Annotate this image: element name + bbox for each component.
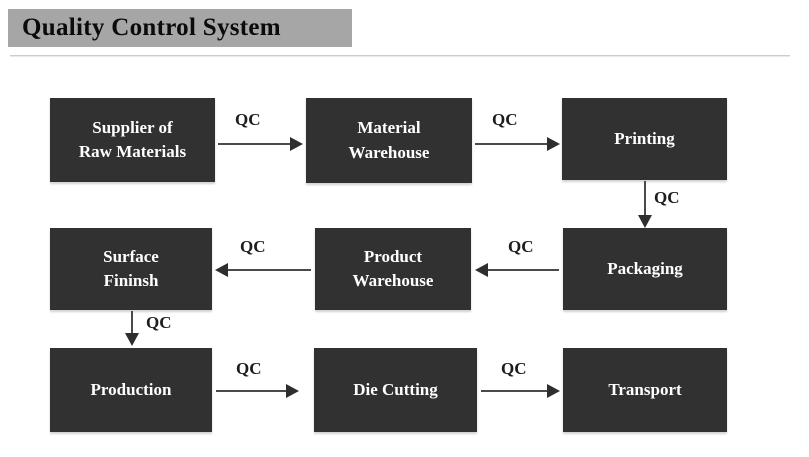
node-supplier-label: Supplier of Raw Materials (78, 117, 187, 161)
node-transport-label: Transport (608, 379, 682, 399)
connector-supplier-to-material-arrowhead (290, 137, 303, 151)
connector-material-to-printing-line (475, 143, 549, 145)
connector-packaging-to-product-arrowhead (475, 263, 488, 277)
connector-printing-to-packaging-arrowhead (638, 215, 652, 228)
node-product-warehouse-label: Product Warehouse (352, 246, 434, 290)
title-band (8, 9, 352, 47)
node-printing-label: Printing (614, 128, 675, 148)
connector-production-to-die-cutting-line (216, 390, 288, 392)
connector-packaging-to-product-line (487, 269, 559, 271)
qc-label-material-to-printing: QC (492, 110, 518, 129)
qc-label-product-to-surface: QC (240, 237, 266, 256)
node-packaging-label: Packaging (607, 258, 683, 278)
connector-product-to-surface-line (228, 269, 311, 271)
qc-label-packaging-to-product: QC (508, 237, 534, 256)
connector-die-cutting-to-transport-arrowhead (547, 384, 560, 398)
node-packaging[interactable]: Packaging (563, 228, 727, 310)
title-divider (10, 55, 790, 57)
qc-label-surface-to-production: QC (146, 313, 172, 332)
node-supplier[interactable]: Supplier of Raw Materials (50, 98, 215, 182)
node-surface-fininsh[interactable]: Surface Fininsh (50, 228, 212, 310)
connector-die-cutting-to-transport-line (481, 390, 549, 392)
node-production[interactable]: Production (50, 348, 212, 432)
node-printing[interactable]: Printing (562, 98, 727, 180)
connector-production-to-die-cutting-arrowhead (286, 384, 299, 398)
node-die-cutting-label: Die Cutting (353, 379, 438, 399)
node-material-warehouse-label: Material Warehouse (348, 118, 430, 162)
node-transport[interactable]: Transport (563, 348, 727, 432)
qc-label-supplier-to-material: QC (235, 110, 261, 129)
connector-material-to-printing-arrowhead (547, 137, 560, 151)
qc-label-die-cutting-to-transport: QC (501, 359, 527, 378)
node-material-warehouse[interactable]: Material Warehouse (306, 98, 472, 183)
node-product-warehouse[interactable]: Product Warehouse (315, 228, 471, 310)
qc-label-production-to-die-cutting: QC (236, 359, 262, 378)
connector-surface-to-production-arrowhead (125, 333, 139, 346)
node-production-label: Production (90, 379, 172, 399)
node-die-cutting[interactable]: Die Cutting (314, 348, 477, 432)
connector-printing-to-packaging-line (644, 181, 646, 219)
qc-label-printing-to-packaging: QC (654, 188, 680, 207)
connector-product-to-surface-arrowhead (215, 263, 228, 277)
node-surface-fininsh-label: Surface Fininsh (103, 246, 159, 290)
page-title: Quality Control System (22, 14, 281, 41)
connector-surface-to-production-line (131, 311, 133, 337)
connector-supplier-to-material-line (218, 143, 292, 145)
